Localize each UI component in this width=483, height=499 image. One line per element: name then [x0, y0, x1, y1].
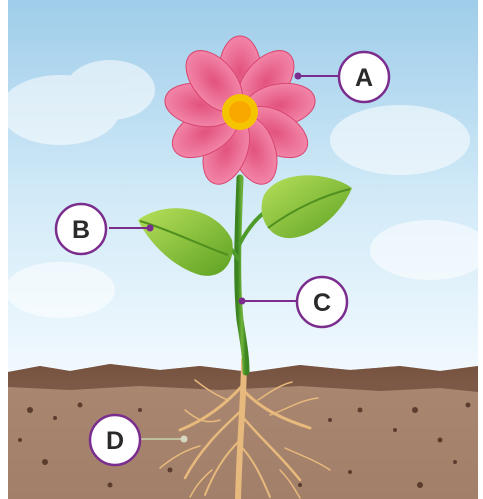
label-a: A	[339, 52, 389, 102]
label-d: D	[90, 415, 140, 465]
label-a-text: A	[355, 64, 373, 92]
label-c-text: C	[313, 289, 331, 317]
label-d-text: D	[106, 427, 124, 455]
label-b-text: B	[72, 216, 90, 244]
label-b: B	[56, 204, 106, 254]
label-c: C	[297, 277, 347, 327]
